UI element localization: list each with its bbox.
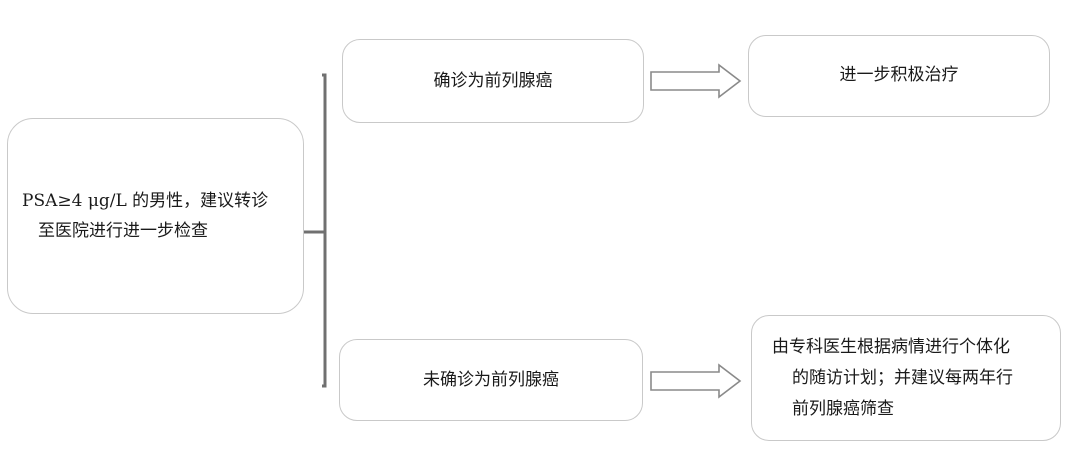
followup-node-text: 由专科医生根据病情进行个体化 的随访计划；并建议每两年行 前列腺癌筛查 xyxy=(772,332,1013,425)
unconfirmed-node-label: 未确诊为前列腺癌 xyxy=(423,370,559,390)
arrow-to-treatment xyxy=(650,63,742,99)
followup-node-box: 由专科医生根据病情进行个体化 的随访计划；并建议每两年行 前列腺癌筛查 xyxy=(751,315,1061,441)
unconfirmed-node-box: 未确诊为前列腺癌 xyxy=(339,339,643,421)
start-node-line2: 至医院进行进一步检查 xyxy=(38,221,208,241)
start-node-box: PSA≥4 μg/L 的男性，建议转诊 至医院进行进一步检查 xyxy=(7,118,304,314)
followup-node-line1: 由专科医生根据病情进行个体化 xyxy=(772,336,1010,357)
branch-bracket xyxy=(322,73,327,388)
arrow-to-followup xyxy=(650,363,742,399)
followup-node-line2: 的随访计划；并建议每两年行 xyxy=(792,367,1013,388)
confirmed-node-box: 确诊为前列腺癌 xyxy=(342,39,644,123)
start-node-line1: PSA≥4 μg/L 的男性，建议转诊 xyxy=(22,191,269,211)
start-node-text: PSA≥4 μg/L 的男性，建议转诊 至医院进行进一步检查 xyxy=(22,186,268,246)
confirmed-node-label: 确诊为前列腺癌 xyxy=(433,71,553,91)
treatment-node-label: 进一步积极治疗 xyxy=(839,65,959,85)
followup-node-line3: 前列腺癌筛查 xyxy=(792,398,894,419)
treatment-node-box: 进一步积极治疗 xyxy=(748,35,1050,117)
